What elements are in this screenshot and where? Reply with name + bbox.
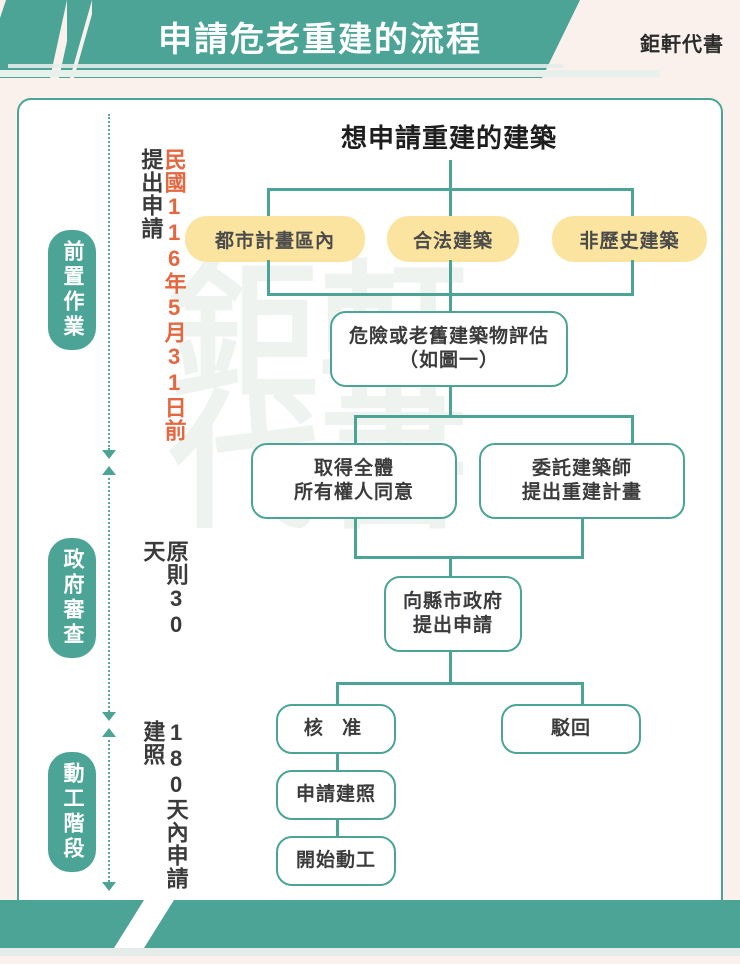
connector-permit-to-start [336, 818, 339, 838]
header: 申請危老重建的流程 鉅軒代書 [0, 0, 740, 90]
assessment-box-line1: 危險或老舊建築物評估 [348, 325, 549, 347]
timeline-rail-3 [108, 740, 110, 882]
stage-pill-review-label: 政府審查 [61, 548, 85, 648]
timeline-note-preparation: 民國116年5月31日前提出申請 [138, 148, 187, 448]
stage-pill-review: 政府審查 [48, 538, 96, 658]
parallel-box-owner-consent-line2: 所有權人同意 [293, 482, 414, 503]
criteria-box-urban-plan: 都市計畫區內 [185, 216, 365, 262]
connector-branch-right-down [631, 188, 634, 218]
apply-box-line1: 向縣市政府 [402, 590, 503, 612]
decision-box-rejected: 駁回 [501, 704, 641, 754]
connector-apply-out [449, 652, 452, 684]
content-card: 鉅軒代書 前置作業 政府審查 動工階段 民國116年5月31日前提出申請 原則3… [17, 98, 723, 916]
connector-criteria-mid-leg [449, 260, 452, 296]
connector-assessment-down [449, 387, 452, 417]
criteria-box-legal-building: 合法建築 [387, 216, 519, 262]
stage-pill-preparation-label: 前置作業 [61, 240, 85, 340]
connector-parallel-merge-bar [354, 556, 584, 559]
connector-criteria-right-leg [631, 260, 634, 296]
connector-criteria-left-leg [267, 260, 270, 296]
parallel-box-owner-consent: 取得全體 所有權人同意 [251, 443, 457, 519]
timeline-arrow-up-1 [102, 466, 116, 475]
timeline-note-construction-text: 180天內申請建照 [140, 720, 189, 890]
criteria-box-urban-plan-label: 都市計畫區內 [214, 230, 335, 252]
decision-box-rejected-label: 駁回 [550, 717, 591, 739]
brand-name: 鉅軒代書 [640, 34, 724, 56]
page-title: 申請危老重建的流程 [158, 21, 482, 59]
apply-box-line2: 提出申請 [412, 615, 493, 636]
footer-underline [0, 948, 740, 956]
connector-apply-down [449, 556, 452, 578]
timeline-note-review-text: 原則30天 [140, 540, 189, 638]
criteria-box-non-historic: 非歷史建築 [552, 216, 707, 262]
timeline-rail-2 [108, 478, 110, 712]
criteria-box-legal-building-label: 合法建築 [412, 230, 493, 252]
timeline-note-preparation-deadline: 民國116年5月31日前 [161, 148, 187, 442]
connector-branch-mid-down [449, 188, 452, 218]
header-underline-inner [8, 64, 563, 68]
timeline-rail-1 [108, 114, 110, 450]
stage-pill-construction-label: 動工階段 [61, 762, 85, 862]
connector-decision-left-down [336, 682, 339, 706]
start-construction-box-label: 開始動工 [295, 849, 376, 871]
connector-title-down [449, 160, 452, 190]
criteria-box-non-historic-label: 非歷史建築 [579, 230, 680, 252]
timeline-arrow-up-2 [102, 728, 116, 737]
stage-pill-construction: 動工階段 [48, 752, 96, 872]
start-construction-box: 開始動工 [276, 836, 396, 886]
connector-approved-to-permit [336, 752, 339, 772]
connector-branch-left-down [267, 188, 270, 218]
connector-parallel-right-down [631, 415, 634, 445]
connector-parallel-right-leg [581, 517, 584, 559]
permit-box-label: 申請建照 [295, 783, 376, 805]
parallel-box-owner-consent-line1: 取得全體 [313, 457, 394, 479]
footer-band [0, 900, 740, 948]
flow-title: 想申請重建的建築 [340, 123, 557, 153]
assessment-box: 危險或老舊建築物評估 （如圖一） [330, 311, 568, 387]
parallel-box-architect-plan: 委託建築師 提出重建計畫 [479, 443, 685, 519]
header-underline [0, 70, 660, 77]
connector-decision-bar [336, 682, 584, 685]
parallel-box-architect-plan-line1: 委託建築師 [531, 457, 632, 479]
connector-parallel-left-leg [354, 517, 357, 559]
connector-parallel-left-down [354, 415, 357, 445]
permit-box: 申請建照 [276, 770, 396, 820]
timeline-arrow-down-3 [102, 882, 116, 891]
timeline-note-review: 原則30天 [140, 540, 189, 660]
timeline-arrow-down-1 [102, 450, 116, 459]
timeline-note-preparation-action: 提出申請 [138, 148, 164, 240]
timeline-arrow-down-2 [102, 712, 116, 721]
connector-merge-down [449, 293, 452, 313]
assessment-box-line2: （如圖一） [398, 350, 499, 371]
timeline-note-construction: 180天內申請建照 [140, 720, 189, 900]
parallel-box-architect-plan-line2: 提出重建計畫 [521, 482, 642, 503]
stage-pill-preparation: 前置作業 [48, 230, 96, 350]
apply-box: 向縣市政府 提出申請 [384, 576, 522, 652]
connector-parallel-top-bar [354, 415, 634, 418]
decision-box-approved-label: 核 准 [303, 717, 369, 739]
decision-box-approved: 核 准 [276, 704, 396, 754]
connector-decision-right-down [581, 682, 584, 706]
